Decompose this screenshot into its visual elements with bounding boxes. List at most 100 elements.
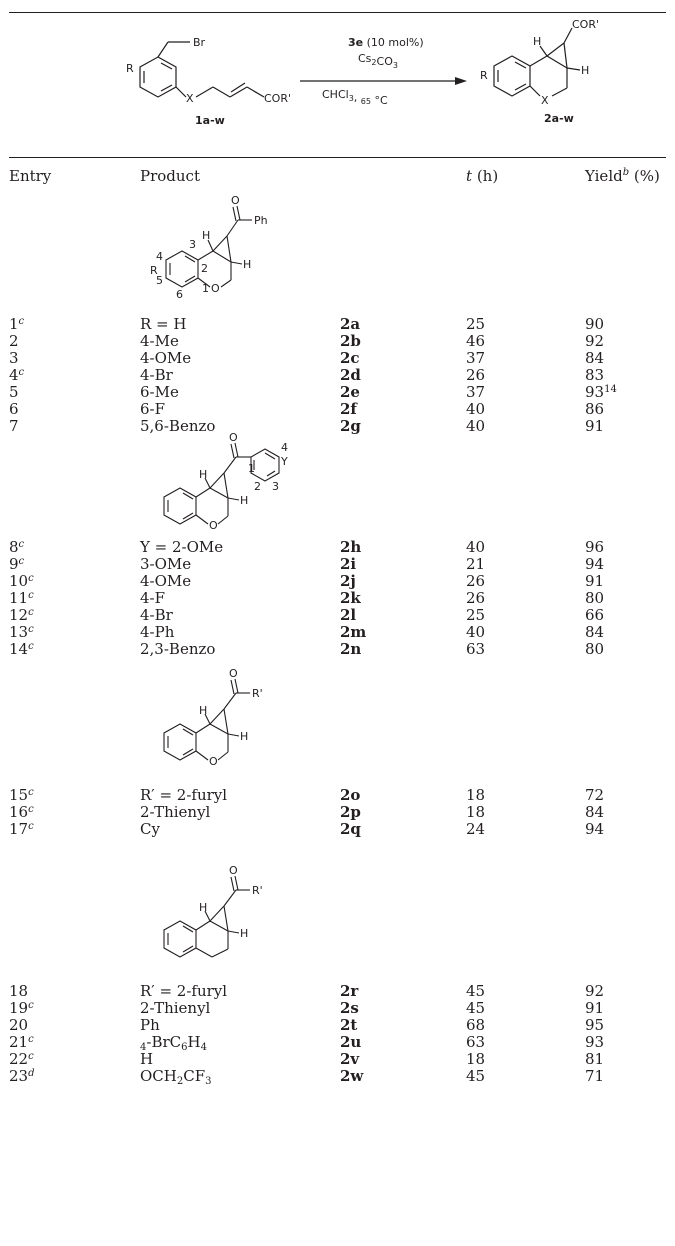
yield-value: 80: [585, 640, 605, 658]
s1-o-label: O: [211, 282, 220, 295]
entry-cell: 6: [9, 401, 19, 418]
entry-number: 20: [9, 1016, 29, 1034]
product-cell: R = H: [140, 315, 187, 333]
compound-code: 2o: [340, 786, 361, 804]
compound-code: 2h: [340, 538, 362, 556]
header-time-var: t: [466, 167, 473, 185]
entry-cell: 1c: [9, 316, 24, 333]
entry-cell: 21c: [9, 1034, 34, 1051]
structure-tetralin-rprime: O R' H H: [163, 864, 263, 958]
yield-cell: 90: [585, 316, 604, 333]
product-cell: Ph: [140, 1016, 160, 1034]
yield-value: 96: [585, 538, 605, 556]
product-cell: 4-Me: [140, 332, 179, 350]
entry-number: 1: [9, 315, 19, 333]
compound-code: 2v: [340, 1050, 360, 1068]
time-cell: 18: [466, 1050, 486, 1068]
entry-number: 15: [9, 786, 29, 804]
yield-value: 84: [585, 803, 605, 821]
s2-y-label: Y: [280, 455, 288, 468]
yield-value: 93: [585, 383, 605, 401]
reactant-cor-label: COR': [264, 92, 291, 105]
compound-code: 2f: [340, 400, 357, 418]
entry-cell: 22c: [9, 1051, 34, 1068]
time-cell: 24: [466, 820, 486, 838]
product-cell: 6-Me: [140, 383, 179, 401]
header-product: Product: [140, 167, 200, 185]
entry-cell: 14c: [9, 641, 34, 658]
catalyst-amount: (10 mol%): [367, 36, 424, 49]
base-label: Cs2CO3: [358, 52, 398, 70]
entry-cell: 11c: [9, 590, 34, 607]
subscript: 4: [200, 1042, 207, 1053]
product-cell: H: [140, 1050, 154, 1068]
entry-cell: 13c: [9, 624, 34, 641]
product-cell: 4-Br: [140, 366, 173, 384]
entry-number: 23: [9, 1067, 29, 1085]
s3-oxygen-carbonyl: O: [229, 667, 238, 680]
product-cell: 3-OMe: [140, 555, 192, 573]
time-cell: 40: [466, 623, 486, 641]
time-cell: 40: [466, 417, 486, 435]
entry-cell: 19c: [9, 1000, 34, 1017]
reactant-br-label: Br: [193, 36, 206, 49]
yield-cell: 93: [585, 1034, 604, 1051]
subscript: 3: [205, 1076, 212, 1087]
yield-cell: 92: [585, 333, 604, 350]
catalyst-line: 3e (10 mol%): [348, 36, 424, 49]
entry-cell: 12c: [9, 607, 34, 624]
entry-cell: 2: [9, 333, 19, 350]
time-cell: 37: [466, 349, 486, 367]
header-yield-unit: (%): [633, 167, 660, 185]
entry-footnote: c: [28, 590, 34, 601]
entry-footnote: c: [28, 1034, 34, 1045]
s1-pos-3: 3: [189, 238, 196, 251]
s1-r-label: R: [150, 264, 158, 277]
entry-number: 8: [9, 538, 19, 556]
time-cell: 21: [466, 555, 486, 573]
time-cell: 63: [466, 1033, 486, 1051]
entry-number: 16: [9, 803, 29, 821]
s2-pos-4: 4: [281, 441, 288, 454]
s2-h2-label: H: [240, 494, 248, 507]
product-label: 2a-w: [544, 112, 574, 125]
header-time-unit: (h): [476, 167, 499, 185]
formula-part: 65: [361, 97, 371, 106]
time-cell: 40: [466, 400, 486, 418]
entry-cell: 18: [9, 983, 28, 1000]
yield-cell: 72: [585, 787, 604, 804]
s3-o-label: O: [209, 755, 218, 768]
formula-part: CHCl: [322, 88, 349, 101]
entry-number: 19: [9, 999, 29, 1017]
product-h2-label: H: [581, 64, 589, 77]
time-cell: 26: [466, 366, 486, 384]
yield-cell: 71: [585, 1068, 604, 1085]
yield-cell: 84: [585, 624, 604, 641]
compound-code: 2d: [340, 366, 361, 384]
entry-footnote: c: [18, 539, 25, 550]
time-cell: 26: [466, 589, 486, 607]
time-cell: 37: [466, 383, 486, 401]
yield-value: 72: [585, 786, 605, 804]
yield-cell: 66: [585, 607, 604, 624]
entry-cell: 17c: [9, 821, 34, 838]
yield-cell: 94: [585, 821, 604, 838]
time-cell: 63: [466, 640, 486, 658]
yield-cell: 91: [585, 1000, 604, 1017]
s1-pos-4: 4: [156, 250, 163, 263]
yield-cell: 86: [585, 401, 604, 418]
structure-chromane-aryl: O Y H H O 1 2 3 4: [163, 431, 288, 532]
yield-value: 80: [585, 589, 605, 607]
entry-footnote: c: [28, 787, 34, 798]
structure-chromane-benzoyl: O Ph H H R O 1 2 3 4 5 6: [150, 194, 268, 301]
yield-value: 91: [585, 999, 605, 1017]
entry-cell: 23d: [9, 1068, 35, 1085]
product-cell: 5,6-Benzo: [140, 417, 216, 435]
yield-value: 91: [585, 572, 605, 590]
